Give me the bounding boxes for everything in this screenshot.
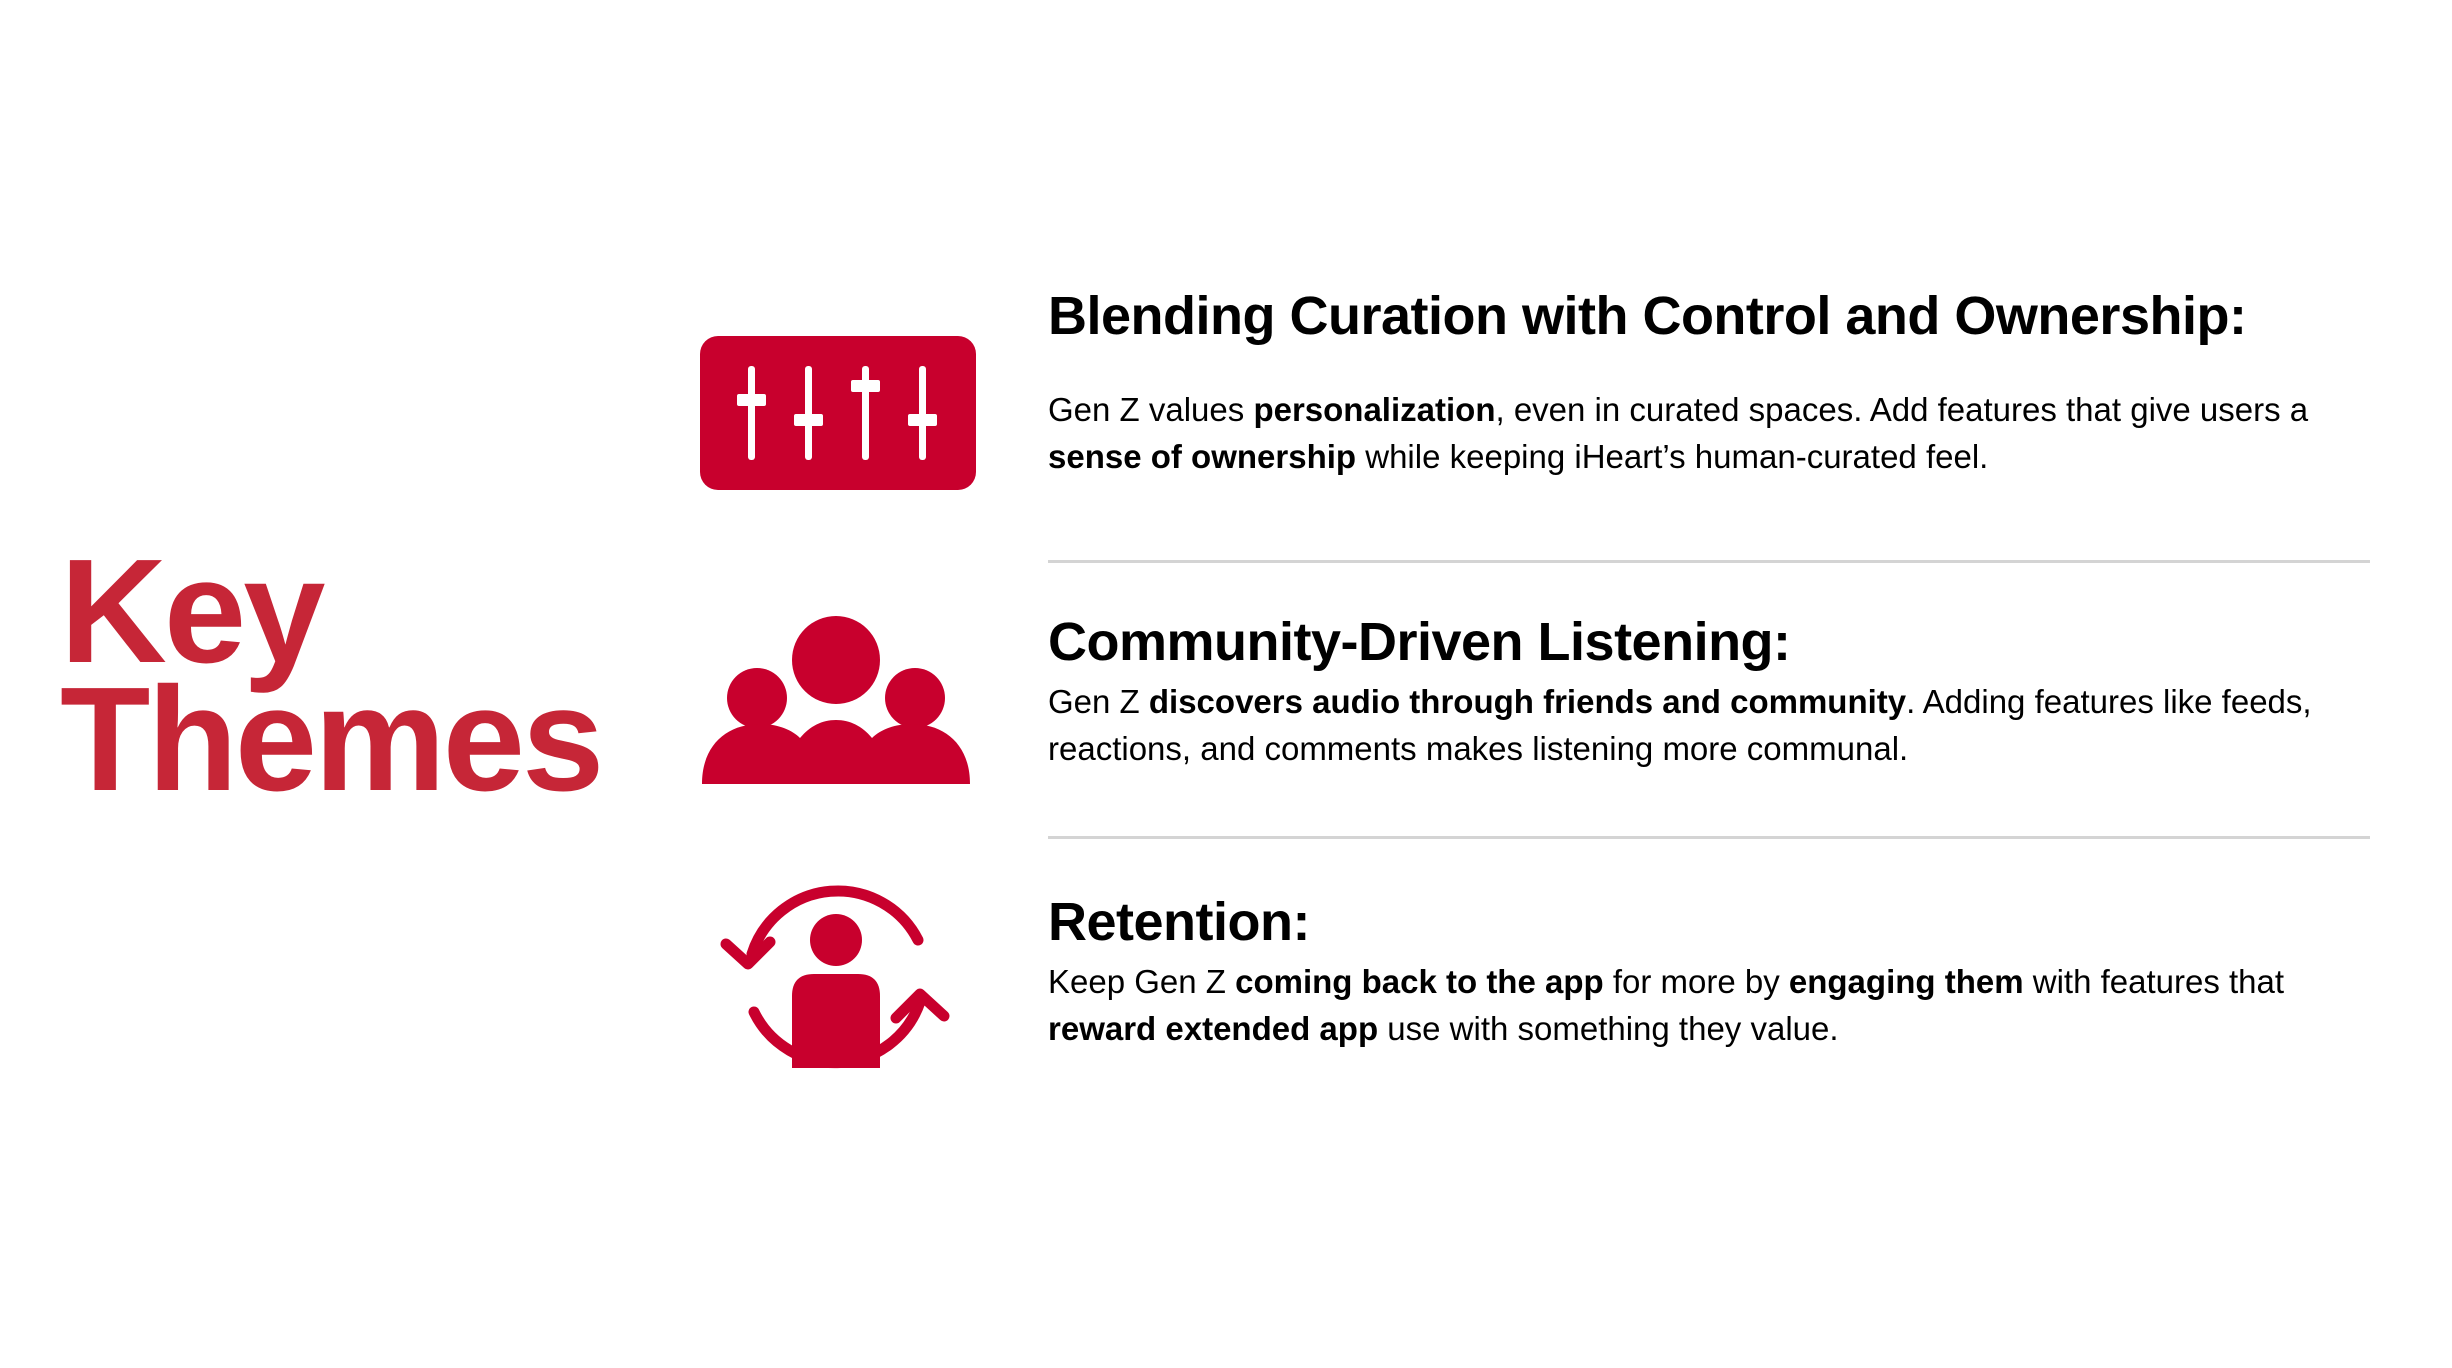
theme-heading: Community-Driven Listening: [1048,612,1791,672]
slide-title-line-2: Themes [60,657,604,822]
body-text: use with something they value. [1378,1010,1839,1047]
body-text: . Adding features like feeds, reactions,… [1048,683,2312,767]
user-retention-cycle-icon [720,885,950,1069]
emphasis-text: personalization [1253,391,1496,428]
body-text: Keep Gen Z [1048,963,1236,1000]
body-text: Gen Z [1048,683,1149,720]
emphasis-text: discovers audio through friends and comm… [1148,683,1907,720]
mixer-sliders-icon [700,336,976,490]
theme-body: Keep Gen Z coming back to the app for mo… [1048,958,2388,1052]
section-divider [1048,836,2370,839]
body-text: with features that [2023,963,2285,1000]
emphasis-text: coming back to the app [1235,963,1604,1000]
theme-heading: Retention: [1048,892,1310,952]
section-divider [1048,560,2370,563]
community-group-icon [702,616,970,784]
slide-title: Key Themes [60,529,604,822]
slide-title-line-1: Key [60,529,326,694]
body-text: for more by [1603,963,1789,1000]
theme-ownership: Blending Curation with Control and Owner… [1048,284,2388,480]
theme-community: Community-Driven Listening: Gen Z discov… [1048,610,2388,772]
emphasis-text: reward extended app [1048,1010,1379,1047]
body-text: Gen Z values [1048,391,1254,428]
theme-heading: Blending Curation with Control and Owner… [1048,286,2247,346]
theme-retention: Retention: Keep Gen Z coming back to the… [1048,890,2388,1052]
body-text: , even in curated spaces. Add features t… [1495,391,2309,428]
emphasis-text: sense of ownership [1048,438,1357,475]
body-text: while keeping iHeart’s human-curated fee… [1356,438,1989,475]
emphasis-text: engaging them [1788,963,2024,1000]
theme-body: Gen Z discovers audio through friends an… [1048,678,2388,772]
theme-body: Gen Z values personalization, even in cu… [1048,386,2388,480]
